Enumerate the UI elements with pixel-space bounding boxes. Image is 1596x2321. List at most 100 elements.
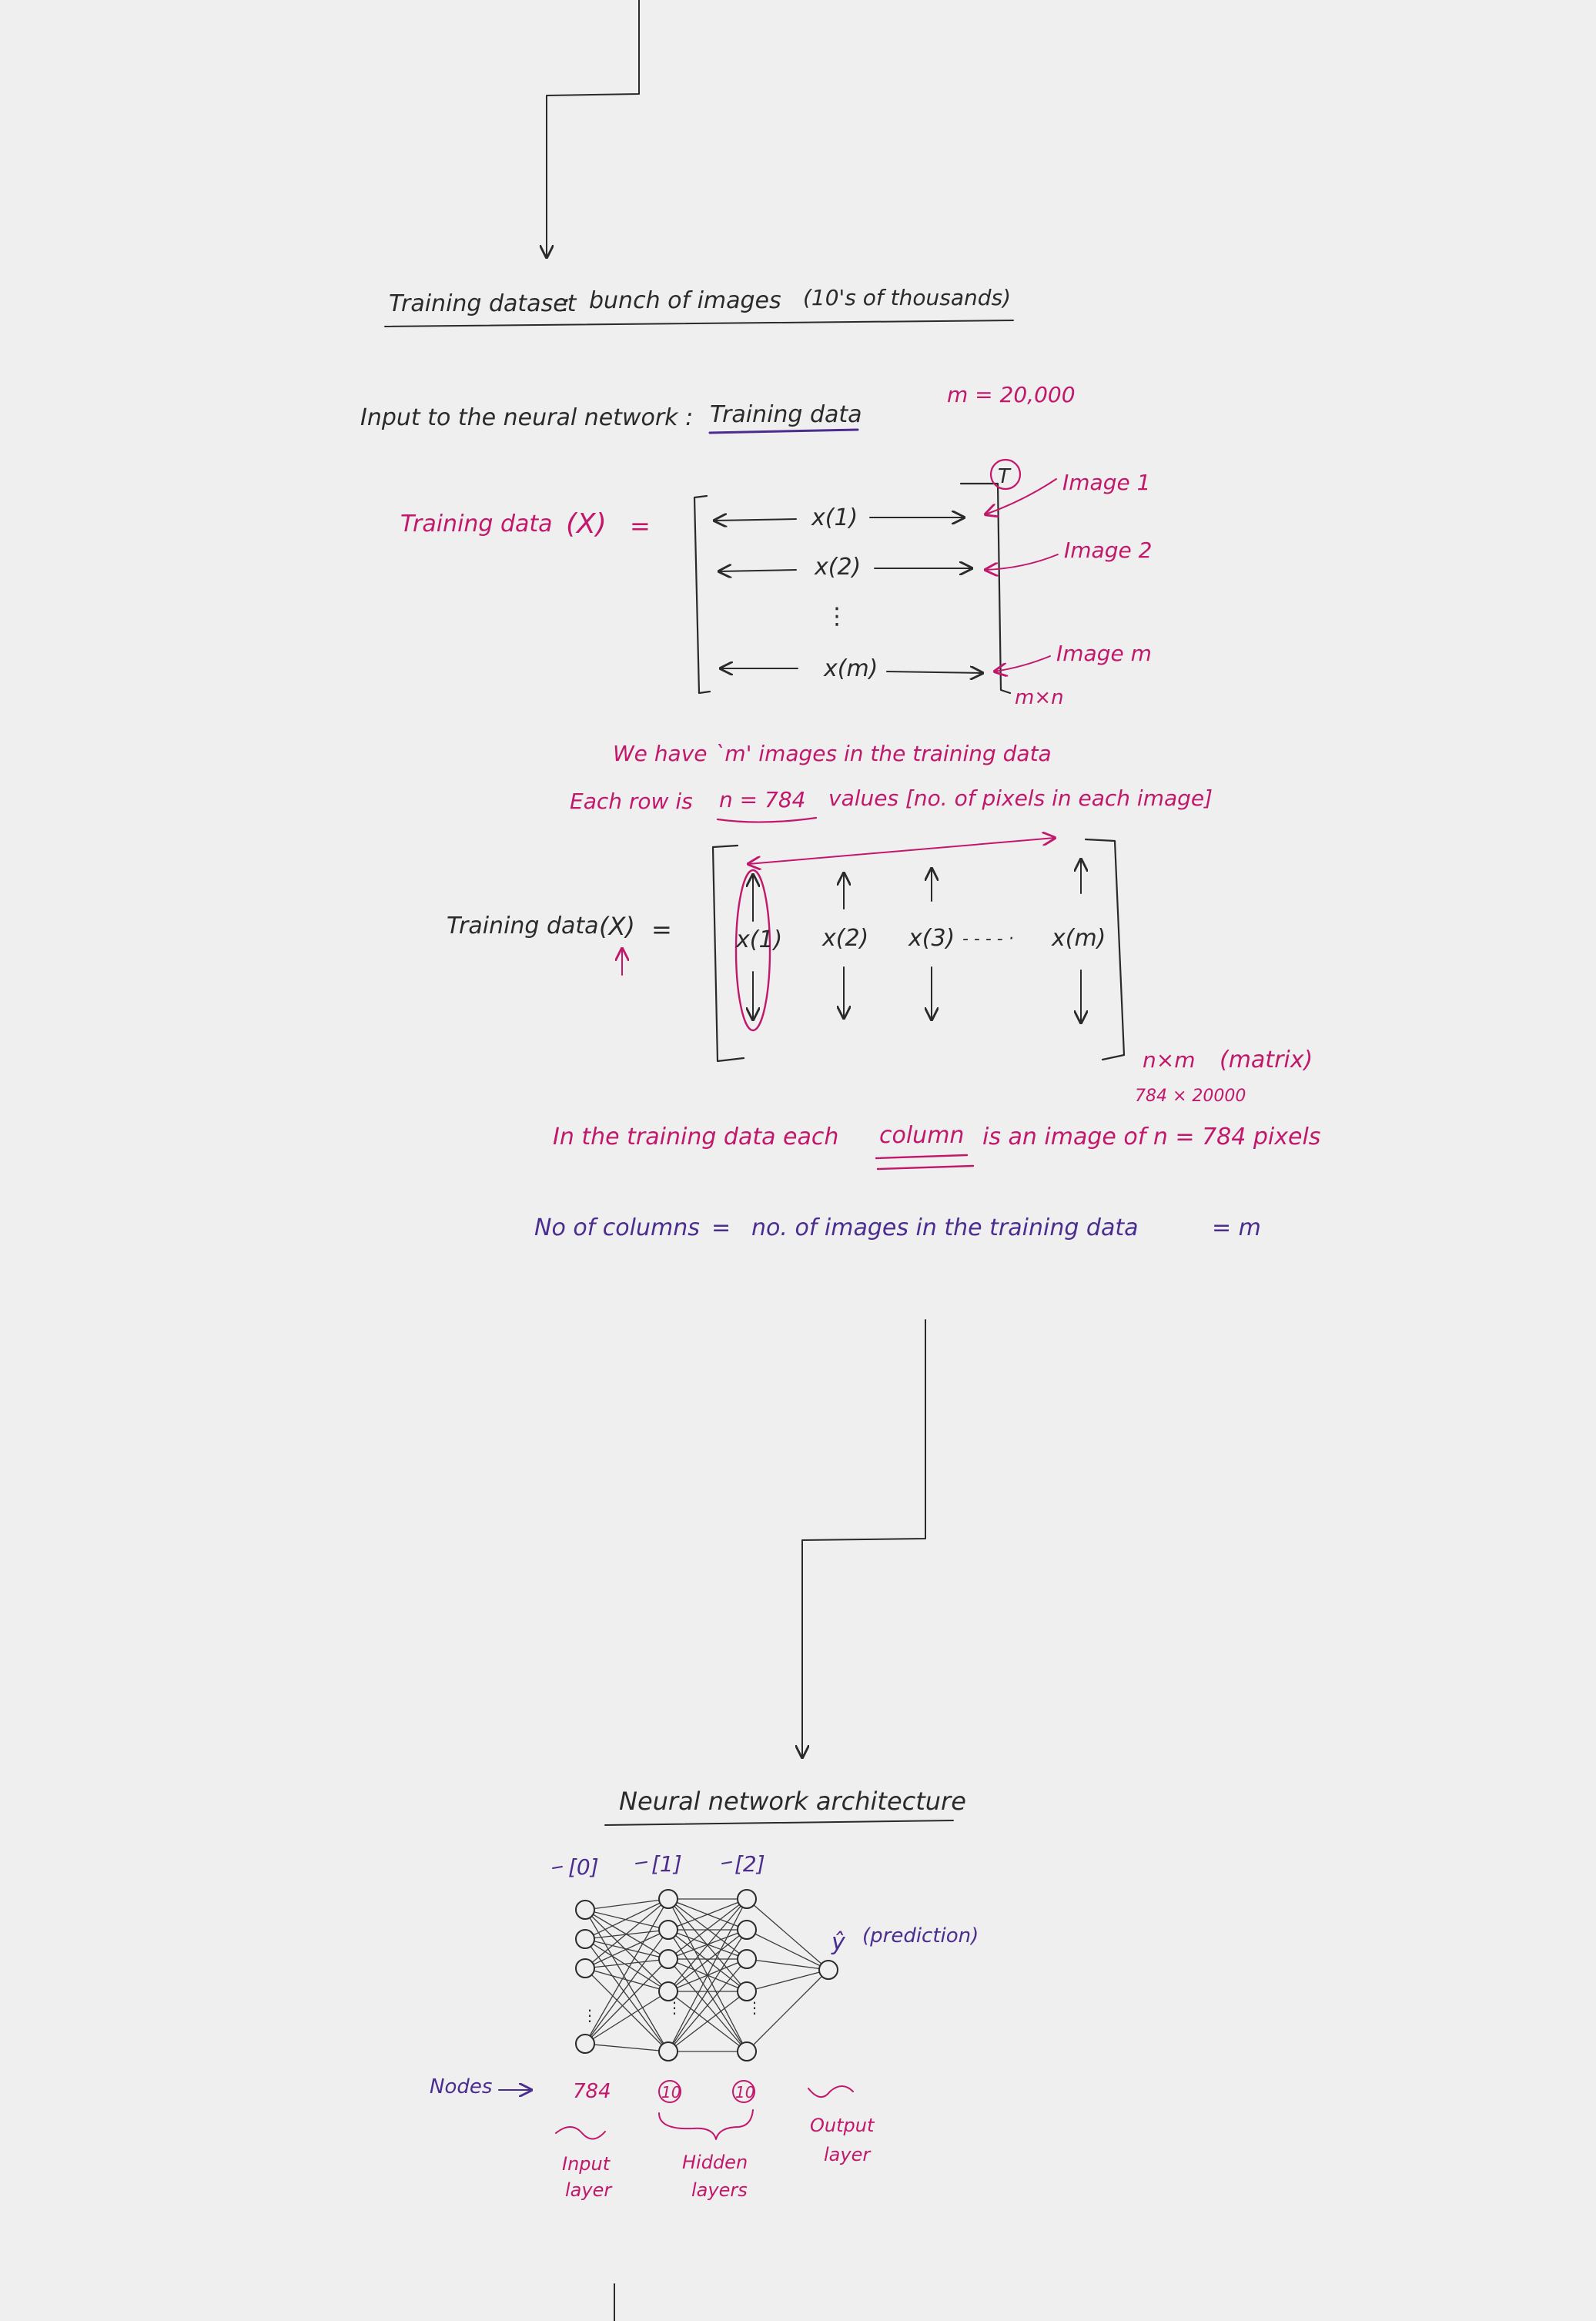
connector-top	[547, 0, 640, 257]
input-value: Training data	[710, 401, 862, 428]
output-brace	[808, 2085, 854, 2098]
count-line-eq: =	[711, 1214, 731, 1241]
nn-nodes	[575, 1889, 838, 2061]
column-matrix: Training data (X) = x(1) x(2) x(3) - - -…	[447, 838, 1313, 1106]
hidden-layers-line-2: layers	[691, 2179, 748, 2201]
nn-edge	[584, 1898, 669, 1940]
nn-edge	[668, 1929, 748, 2052]
row-xm: x(m)	[823, 655, 878, 682]
note-1: We have `m' images in the training data	[613, 741, 1052, 766]
col-xm: x(m)	[1051, 925, 1106, 952]
row-dots: ⋮	[825, 603, 848, 630]
nn-edge	[668, 1958, 748, 2052]
count-line-a: No of columns	[534, 1214, 700, 1241]
nn-node	[658, 1981, 678, 2001]
row-1-left-arrow	[714, 519, 797, 521]
nn-node	[575, 1900, 595, 1920]
heading-paren: (10's of thousands)	[803, 285, 1011, 310]
input-layer-dots: ⋮	[582, 2006, 597, 2025]
count-hidden-2: 10	[735, 2083, 755, 2102]
nn-edge	[668, 1898, 748, 1931]
col-ellipsis: - - - - ·	[962, 929, 1014, 949]
count-hidden-1: 10	[661, 2083, 681, 2102]
dims-numbers: 784 × 20000	[1135, 1087, 1246, 1106]
m-value: m = 20,000	[947, 382, 1076, 407]
training-data-label: Training data	[400, 511, 553, 538]
nn-edge	[584, 1898, 669, 2045]
image-1-pointer	[985, 478, 1057, 514]
training-dataset-heading: Training dataset : bunch of images (10's…	[384, 285, 1014, 327]
dims-nxm: n×m	[1143, 1047, 1195, 1073]
nn-node	[658, 1920, 678, 1940]
nn-title: Neural network architecture	[619, 1787, 966, 1816]
column-sentence: In the training data each column is an i…	[553, 1122, 1320, 1171]
nn-node	[658, 1949, 678, 1969]
row-x1: x(1)	[811, 504, 858, 531]
section2-notes: We have `m' images in the training data …	[570, 741, 1213, 823]
count-hidden-1-circle	[658, 2080, 681, 2103]
nn-node	[737, 1889, 757, 1909]
nn-edge	[584, 1968, 669, 2052]
nn-edge	[668, 1929, 748, 1992]
note-2-b: n = 784	[719, 787, 805, 812]
output-layer-line-1: Output	[810, 2115, 875, 2136]
image-1-label: Image 1	[1062, 470, 1150, 495]
input-label: Input to the neural network :	[360, 404, 693, 431]
nn-edge	[584, 1929, 669, 2045]
row-x2: x(2)	[814, 554, 861, 581]
column-count-line: No of columns = no. of images in the tra…	[534, 1214, 1261, 1241]
heading-right: bunch of images	[589, 287, 781, 314]
heading-left: Training dataset	[389, 290, 577, 317]
hidden-2-dots: ⋮	[747, 1998, 762, 2017]
nn-node	[658, 2041, 678, 2061]
layer-tag-1-dash	[635, 1861, 647, 1864]
yhat-symbol: ŷ	[831, 1929, 846, 1956]
nn-edge	[584, 1968, 669, 1992]
nn-node	[737, 1949, 757, 1969]
sentence-c: is an image of n = 784 pixels	[982, 1124, 1320, 1150]
input-value-underline	[708, 428, 859, 434]
matrix-right-bracket	[959, 482, 1012, 695]
matrix-left-bracket	[693, 494, 711, 695]
dims-mxn: m×n	[1015, 686, 1064, 709]
nn-edge	[584, 1909, 669, 1931]
column-matrix-x: (X)	[599, 912, 635, 941]
prediction-label: (prediction)	[862, 1924, 979, 1948]
column-matrix-right-bracket	[1084, 838, 1126, 1061]
nn-edge	[584, 1929, 669, 1969]
image-2-label: Image 2	[1064, 538, 1152, 563]
nn-edge	[668, 1898, 748, 1992]
input-brace	[555, 2126, 606, 2140]
heading-colon: :	[562, 290, 570, 317]
input-line: Input to the neural network : Training d…	[360, 382, 1076, 434]
image-m-label: Image m	[1056, 641, 1152, 666]
note-2-b-underline	[716, 816, 818, 823]
nn-node	[737, 1981, 757, 2001]
nn-node	[575, 2034, 595, 2054]
column-matrix-left-bracket	[711, 844, 745, 1063]
nn-edge	[584, 1938, 669, 1992]
connector-middle	[802, 1319, 926, 1757]
nn-output-node	[818, 1960, 838, 1980]
nn-node	[737, 2041, 757, 2061]
nn-edge	[584, 1991, 669, 2045]
dims-matrix: (matrix)	[1220, 1047, 1313, 1073]
transpose-symbol: T	[998, 465, 1012, 488]
nn-node	[575, 1929, 595, 1949]
output-layer-line-2: layer	[824, 2144, 872, 2165]
layer-tag-2-dash	[721, 1861, 732, 1864]
nn-title-underline	[604, 1820, 954, 1826]
nn-edge	[746, 1929, 829, 1971]
nn-edge	[584, 1898, 669, 1911]
note-2-a: Each row is	[570, 789, 693, 814]
hidden-brace	[658, 2109, 754, 2140]
nn-architecture: Neural network architecture [0] [1] [2] …	[430, 1787, 979, 2201]
input-layer-line-2: layer	[565, 2179, 613, 2201]
hidden-1-dots: ⋮	[667, 1998, 682, 2017]
layer-tag-0: [0]	[568, 1854, 599, 1880]
column-underline	[875, 1154, 975, 1171]
nn-edge	[584, 2043, 669, 2052]
row-span-arrow	[748, 838, 1055, 864]
column-1-highlight	[734, 869, 771, 1032]
image-2-pointer	[985, 554, 1059, 570]
